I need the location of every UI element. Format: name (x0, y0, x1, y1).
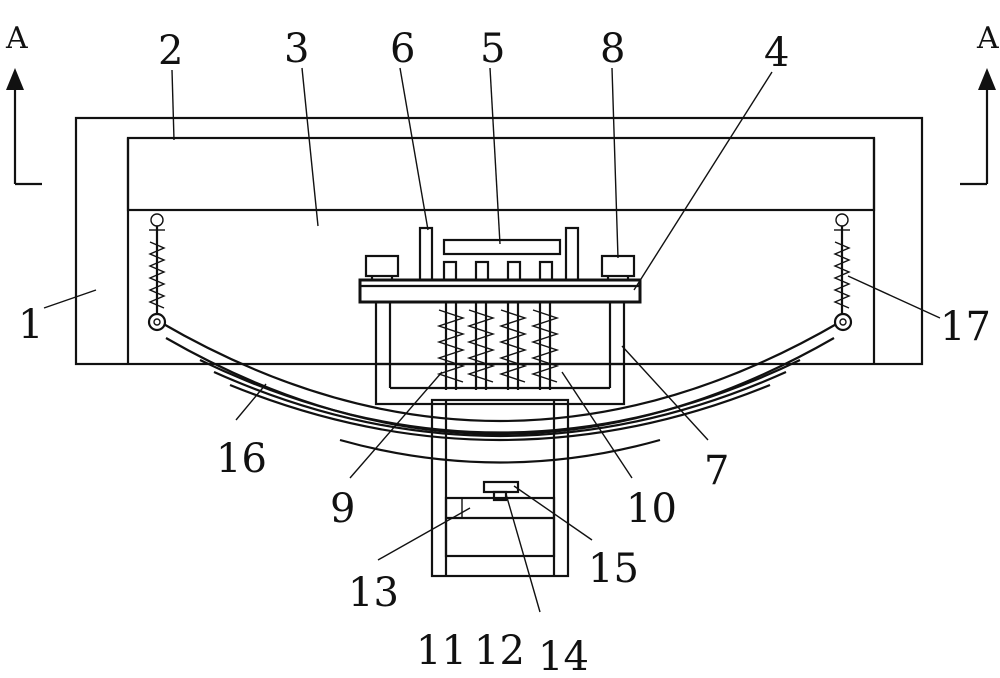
label-6: 6 (390, 26, 415, 72)
lower-block (444, 496, 556, 558)
label-13: 13 (348, 570, 399, 616)
column-springs (436, 302, 560, 390)
section-marker-right: A (960, 21, 999, 186)
label-17: 17 (940, 304, 991, 350)
reference-numerals: 1 2 3 6 5 8 4 17 16 9 10 7 13 15 11 12 1… (18, 26, 991, 678)
label-5: 5 (480, 26, 505, 72)
section-letter-right: A (976, 21, 999, 56)
label-8: 8 (600, 26, 625, 72)
label-16: 16 (216, 436, 267, 482)
label-9: 9 (330, 486, 355, 532)
label-10: 10 (626, 486, 677, 532)
label-4: 4 (764, 30, 789, 76)
label-1: 1 (18, 302, 43, 348)
label-3: 3 (284, 26, 309, 72)
left-spring-hanger (147, 213, 167, 332)
section-arrow-right-icon (978, 68, 996, 90)
right-spring-hanger (833, 213, 853, 332)
leader-lines (43, 67, 941, 613)
section-marker-left: A (5, 21, 42, 186)
support-plate (358, 278, 642, 304)
section-arrow-left-icon (6, 68, 24, 90)
section-letter-left: A (5, 21, 28, 56)
lower-frame (430, 398, 570, 578)
label-12: 12 (474, 628, 525, 674)
label-15: 15 (588, 546, 639, 592)
mid-bracket (374, 300, 626, 406)
label-2: 2 (158, 28, 183, 74)
label-7: 7 (704, 448, 729, 494)
label-14: 14 (538, 634, 589, 678)
leaf-spring (159, 321, 841, 464)
label-11: 11 (416, 628, 467, 674)
top-plate (126, 136, 876, 212)
